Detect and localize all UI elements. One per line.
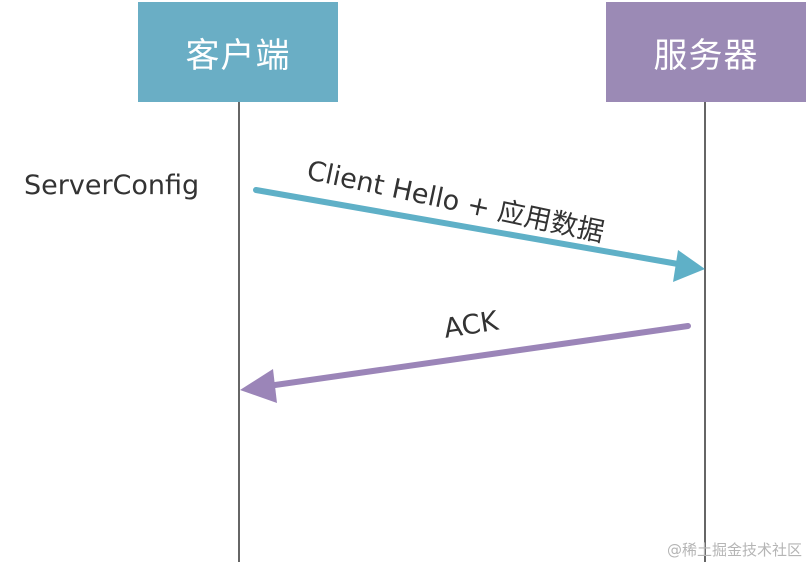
client-hello-arrow-head: [673, 250, 705, 282]
server-config-note: ServerConfig: [24, 170, 200, 201]
ack-arrow-line: [265, 323, 691, 389]
client-hello-arrow-line: [253, 187, 681, 267]
server-participant-label: 服务器: [653, 35, 759, 76]
ack-arrow-head: [240, 369, 277, 403]
server-participant-box: 服务器: [606, 2, 806, 102]
client-participant-box: 客户端: [138, 2, 338, 102]
client-participant-label: 客户端: [185, 35, 291, 76]
watermark: @稀土掘金技术社区: [666, 541, 802, 559]
